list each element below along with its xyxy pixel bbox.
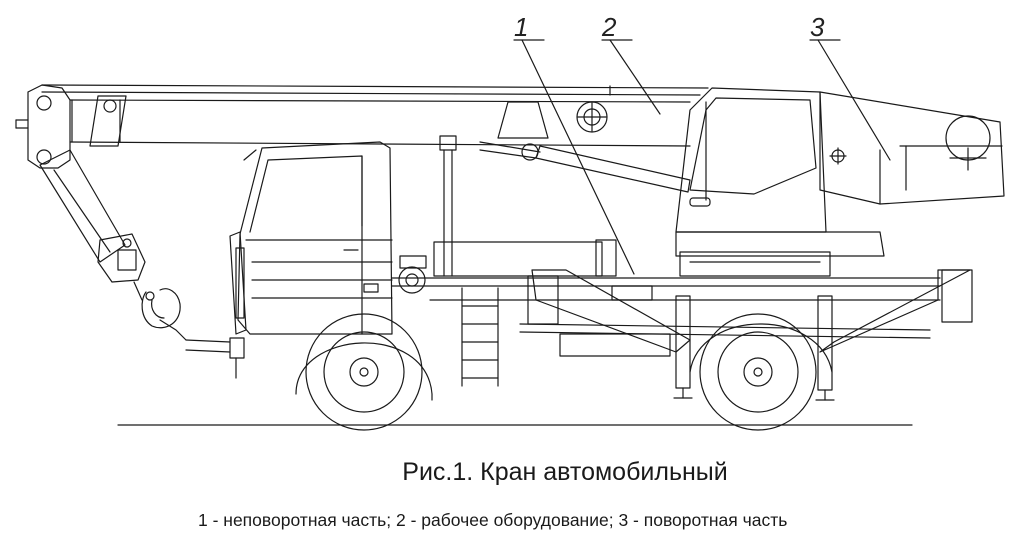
outrigger-front xyxy=(527,269,693,399)
callout-1: 1 xyxy=(514,12,528,42)
chassis-frame xyxy=(391,135,941,387)
callout-leaders xyxy=(513,39,891,275)
callout-3: 3 xyxy=(810,12,825,42)
front-wheel xyxy=(295,313,433,431)
operator-cab xyxy=(675,87,827,233)
rear-wheel-1 xyxy=(699,313,817,431)
callout-2: 2 xyxy=(601,12,617,42)
outrigger-rear xyxy=(815,269,973,401)
ladder xyxy=(461,287,499,387)
boom xyxy=(15,84,709,169)
lift-cylinder xyxy=(479,141,691,193)
figure-caption-legend: 1 - неповоротная часть; 2 - рабочее обор… xyxy=(198,510,788,530)
rear-fender xyxy=(689,323,833,373)
hook-block xyxy=(39,149,245,379)
truck-cab xyxy=(229,141,393,335)
turret xyxy=(675,91,1005,277)
figure-caption-title: Рис.1. Кран автомобильный xyxy=(402,458,728,486)
